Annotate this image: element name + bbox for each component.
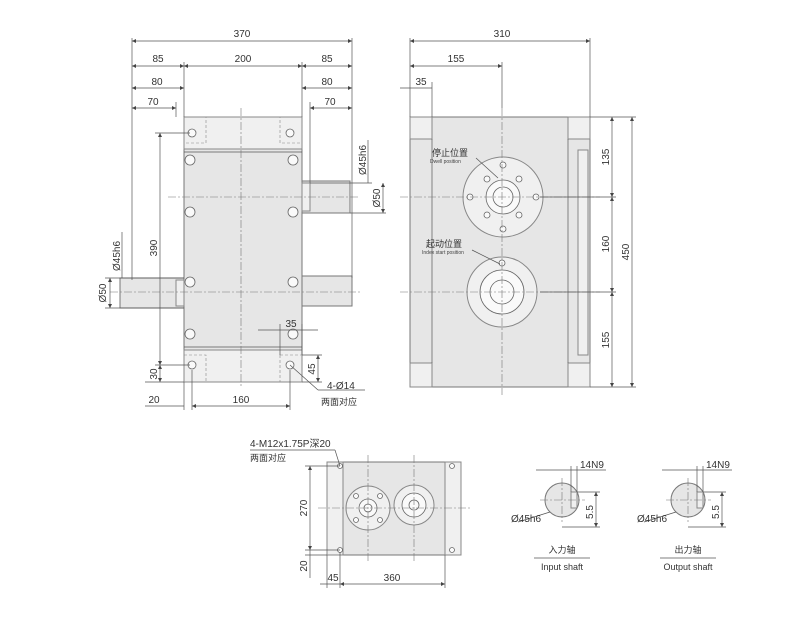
output-shaft-detail: 14N9 5.5 Ø45h6 出力轴 Output shaft xyxy=(637,460,732,572)
dim-160: 160 xyxy=(233,395,250,406)
dim-135: 135 xyxy=(601,148,612,165)
dim-70-left: 70 xyxy=(147,97,159,108)
mount-hole xyxy=(285,128,295,138)
dim-45-front: 45 xyxy=(307,363,318,375)
dim-80-right: 80 xyxy=(321,77,333,88)
side-view: 停止位置 Dwell position 起动位置 Index start pos… xyxy=(400,29,636,395)
dim-270: 270 xyxy=(299,499,310,516)
dim-30: 30 xyxy=(149,368,160,380)
holes-note: 4-Ø14 xyxy=(327,381,355,392)
dwell-cn: 停止位置 xyxy=(432,147,468,159)
dim-70-right: 70 xyxy=(324,97,336,108)
dim-450: 450 xyxy=(621,243,632,260)
dim-35-front: 35 xyxy=(285,319,297,330)
dim-200: 200 xyxy=(235,54,252,65)
input-key: 14N9 xyxy=(580,460,604,471)
front-view: 370 85 200 85 80 80 70 70 Ø45h6 Ø50 Ø45h… xyxy=(98,29,386,410)
dim-160-side: 160 xyxy=(601,235,612,252)
dim-80-left: 80 xyxy=(151,77,163,88)
output-title-en: Output shaft xyxy=(663,562,713,572)
dim-45-top: 45 xyxy=(327,573,339,584)
output-depth: 5.5 xyxy=(711,505,722,519)
dim-20-top: 20 xyxy=(299,560,310,572)
dia-45h6-left: Ø45h6 xyxy=(112,241,123,271)
front-left-shaft xyxy=(119,277,185,309)
dwell-en: Dwell position xyxy=(430,159,461,165)
input-dia: Ø45h6 xyxy=(511,514,541,525)
dim-155-side: 155 xyxy=(601,331,612,348)
index-cn: 起动位置 xyxy=(426,238,462,250)
dia-50-left: Ø50 xyxy=(98,283,109,302)
dim-20: 20 xyxy=(148,395,160,406)
output-dia: Ø45h6 xyxy=(637,514,667,525)
top-view: 4-M12x1.75P深20 两面对应 270 20 45 360 xyxy=(250,438,470,588)
dim-360: 360 xyxy=(384,573,401,584)
input-depth: 5.5 xyxy=(585,505,596,519)
front-body xyxy=(183,116,303,383)
input-shaft-detail: 14N9 5.5 Ø45h6 入力轴 Input shaft xyxy=(511,460,606,572)
dia-45h6-right: Ø45h6 xyxy=(358,145,369,175)
dim-370: 370 xyxy=(234,29,251,40)
dia-50-right: Ø50 xyxy=(372,188,383,207)
thread-note-cn: 两面对应 xyxy=(250,452,286,464)
input-title-cn: 入力轴 xyxy=(548,544,575,556)
dim-85-left: 85 xyxy=(152,54,164,65)
dim-35-side: 35 xyxy=(415,77,427,88)
front-right-hub xyxy=(301,275,353,307)
dim-310: 310 xyxy=(494,29,511,40)
thread-note: 4-M12x1.75P深20 xyxy=(250,438,331,450)
output-title-cn: 出力轴 xyxy=(674,544,701,556)
dim-155-top: 155 xyxy=(448,54,465,65)
output-key: 14N9 xyxy=(706,460,730,471)
index-en: Index start position xyxy=(422,250,464,256)
dim-85-right: 85 xyxy=(321,54,333,65)
front-top-flange xyxy=(183,116,303,150)
front-bottom-flange xyxy=(183,349,303,383)
input-title-en: Input shaft xyxy=(541,562,584,572)
dim-390: 390 xyxy=(149,239,160,256)
holes-note-cn: 两面对应 xyxy=(321,396,357,408)
